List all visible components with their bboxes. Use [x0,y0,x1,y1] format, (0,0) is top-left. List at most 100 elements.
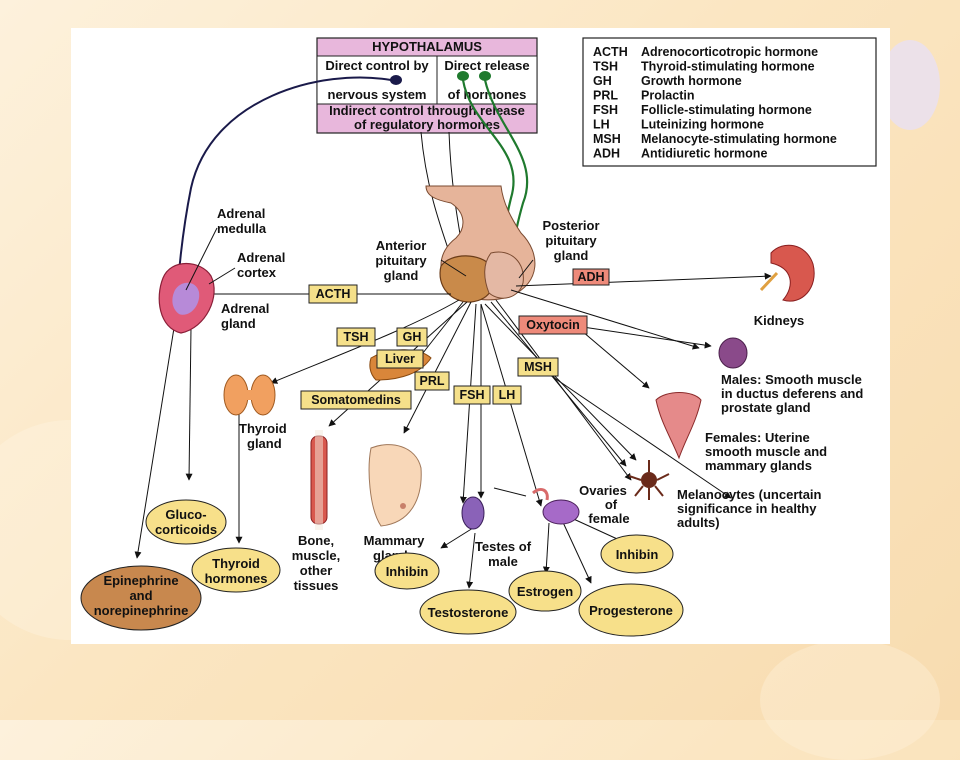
legend-abbr: FSH [593,103,618,117]
pituitary-gland [425,185,536,303]
anterior-pituitary-label: Anterior pituitary gland [375,238,427,283]
label-melanocytes: Melanocytes (uncertain significance in h… [677,487,822,530]
legend-name: Growth hormone [641,74,742,88]
svg-text:Testes of: Testes of [475,539,532,554]
svg-text:ACTH: ACTH [316,287,351,301]
direct-release-label-2: of hormones [448,87,527,102]
svg-text:Adrenal: Adrenal [221,301,269,316]
legend-abbr: ACTH [593,45,628,59]
oval-estrogen: Estrogen [508,570,582,612]
svg-text:Melanocytes (uncertain: Melanocytes (uncertain [677,487,822,502]
svg-text:gland: gland [221,316,256,331]
posterior-pituitary-label: Posterior pituitary gland [542,218,599,263]
bone-muscle-illustration [310,430,328,530]
diagram-panel: HYPOTHALAMUS Direct control by nervous s… [71,28,890,644]
svg-text:GH: GH [403,330,422,344]
label-males: Males: Smooth muscle in ductus deferens … [721,372,863,415]
svg-text:pituitary: pituitary [375,253,427,268]
svg-text:significance in healthy: significance in healthy [677,501,817,516]
svg-text:prostate gland: prostate gland [721,400,811,415]
label-bone-muscle: Bone, muscle, other tissues [292,533,340,593]
kidney-illustration [759,244,815,302]
svg-text:and: and [129,588,152,603]
label-adrenal-medulla: Adrenal medulla [217,206,267,236]
svg-text:Thyroid: Thyroid [212,556,260,571]
legend-abbr: TSH [593,60,618,74]
mammary-illustration [368,444,422,527]
svg-text:Thyroid: Thyroid [239,421,287,436]
product-arrows [134,327,732,589]
posterior-pointer [518,259,534,279]
tag-oxytocin: Oxytocin [518,315,588,335]
legend-name: Follicle-stimulating hormone [641,103,812,117]
legend-name: Antidiuretic hormone [641,147,767,161]
svg-text:male: male [488,554,518,569]
label-females: Females: Uterine smooth muscle and mamma… [705,430,827,473]
oxytocin-arrow-female [575,325,650,389]
tag-lh: LH [492,385,522,405]
tag-liver: Liver [376,349,424,369]
svg-text:mammary glands: mammary glands [705,458,812,473]
svg-text:Inhibin: Inhibin [386,564,429,579]
legend-name: Prolactin [641,89,695,103]
tag-prl: PRL [414,371,450,391]
oval-thyroid-hormones: Thyroid hormones [191,547,281,593]
label-testes: Testes of male [475,539,532,569]
tag-adh: ADH [572,268,610,286]
svg-text:Females: Uterine: Females: Uterine [705,430,810,445]
ovaries-illustration [532,488,580,525]
svg-text:TSH: TSH [344,330,369,344]
svg-text:gland: gland [247,436,282,451]
hypothalamus-title: HYPOTHALAMUS [372,39,482,54]
svg-text:FSH: FSH [460,388,485,402]
label-ovaries: Ovaries of female [579,483,629,526]
oval-progesterone: Progesterone [578,583,684,637]
svg-text:Ovaries: Ovaries [579,483,627,498]
svg-text:Males: Smooth muscle: Males: Smooth muscle [721,372,862,387]
oval-testosterone: Testosterone [419,589,517,635]
legend-abbr: LH [593,118,610,132]
background-decoration [880,40,940,130]
svg-text:Testosterone: Testosterone [428,605,509,620]
svg-text:tissues: tissues [294,578,339,593]
legend-abbr: ADH [593,147,620,161]
svg-text:gland: gland [554,248,589,263]
oval-inhibin-male: Inhibin [374,552,440,590]
uterus-illustration [655,392,702,460]
indirect-control-label-2: of regulatory hormones [354,117,500,132]
direct-control-label-2: nervous system [328,87,427,102]
legend-abbr: PRL [593,89,618,103]
tag-acth: ACTH [308,284,358,304]
svg-text:female: female [588,511,629,526]
melanocyte-illustration [628,460,670,500]
svg-text:smooth muscle and: smooth muscle and [705,444,827,459]
prostate-illustration [718,337,748,369]
legend-abbr: MSH [593,132,621,146]
thyroid-illustration [223,374,276,416]
direct-control-label: Direct control by [325,58,429,73]
tag-gh: GH [396,327,428,347]
legend-abbr: GH [593,74,612,88]
svg-text:other: other [300,563,333,578]
svg-text:medulla: medulla [217,221,267,236]
svg-text:Bone,: Bone, [298,533,334,548]
svg-text:ADH: ADH [577,270,604,284]
svg-text:PRL: PRL [420,374,445,388]
svg-text:Somatomedins: Somatomedins [311,393,401,407]
tag-tsh: TSH [336,327,376,347]
svg-text:corticoids: corticoids [155,522,217,537]
anterior-pointer [440,259,467,277]
svg-text:Progesterone: Progesterone [589,603,673,618]
direct-release-label: Direct release [444,58,529,73]
tag-fsh: FSH [453,385,491,405]
svg-text:of: of [605,497,618,512]
nervous-control-neuron [176,75,402,297]
label-kidneys: Kidneys [754,313,805,328]
oxytocin-arrow [575,325,712,349]
svg-text:in ductus deferens and: in ductus deferens and [721,386,863,401]
label-thyroid-gland: Thyroid gland [239,421,287,451]
svg-text:Adrenal: Adrenal [237,250,285,265]
label-adrenal-gland: Adrenal gland [221,301,269,331]
label-adrenal-cortex: Adrenal cortex [237,250,285,280]
